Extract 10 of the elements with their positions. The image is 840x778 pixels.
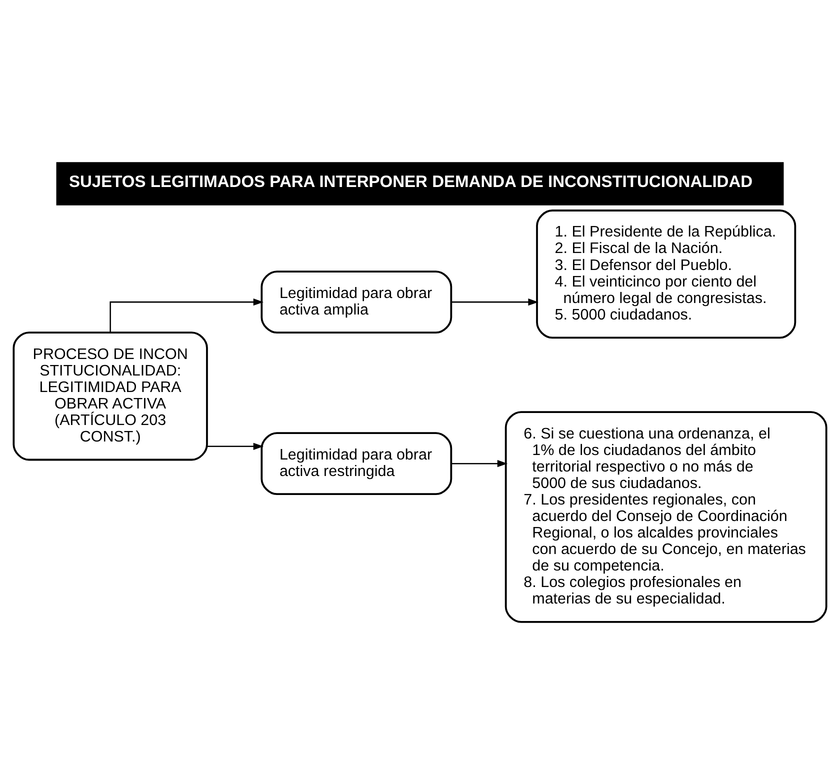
node-box: 6. Si se cuestiona una ordenanza, el 1% de los ciudadanos del ámbito territorial respectivo o no más de 5000 de sus ciudadanos. 7. Los presidentes regionales, con acuerdo del Consejo de Coordinación Regional, o los alcaldes provinciales con acuerdo de su Concejo, en materias de su competencia. 8. Los colegios profesionales en materias de su especialidad.	[504, 410, 828, 622]
node-box: Legitimidad para obrar activa amplia	[260, 270, 452, 334]
arrow	[451, 298, 538, 306]
arrow	[110, 298, 264, 332]
node-box: PROCESO DE INCONSTITUCIONALIDAD: LEGITIMIDAD PARA OBRAR ACTIVA (ARTÍCULO 203 CONST.)	[12, 331, 208, 460]
arrow	[207, 442, 264, 450]
node-box: 1. El Presidente de la República. 2. El Fiscal de la Nación. 3. El Defensor del Pueblo. 4. El veinticinco por ciento del número legal de congresistas. 5. 5000 ciudadanos.	[536, 209, 796, 338]
node-box: Legitimidad para obrar activa restringida	[260, 432, 452, 495]
diagram-title: SUJETOS LEGITIMADOS PARA INTERPONER DEMANDA DE INCONSTITUCIONALIDAD	[68, 171, 753, 190]
arrow	[451, 460, 508, 467]
